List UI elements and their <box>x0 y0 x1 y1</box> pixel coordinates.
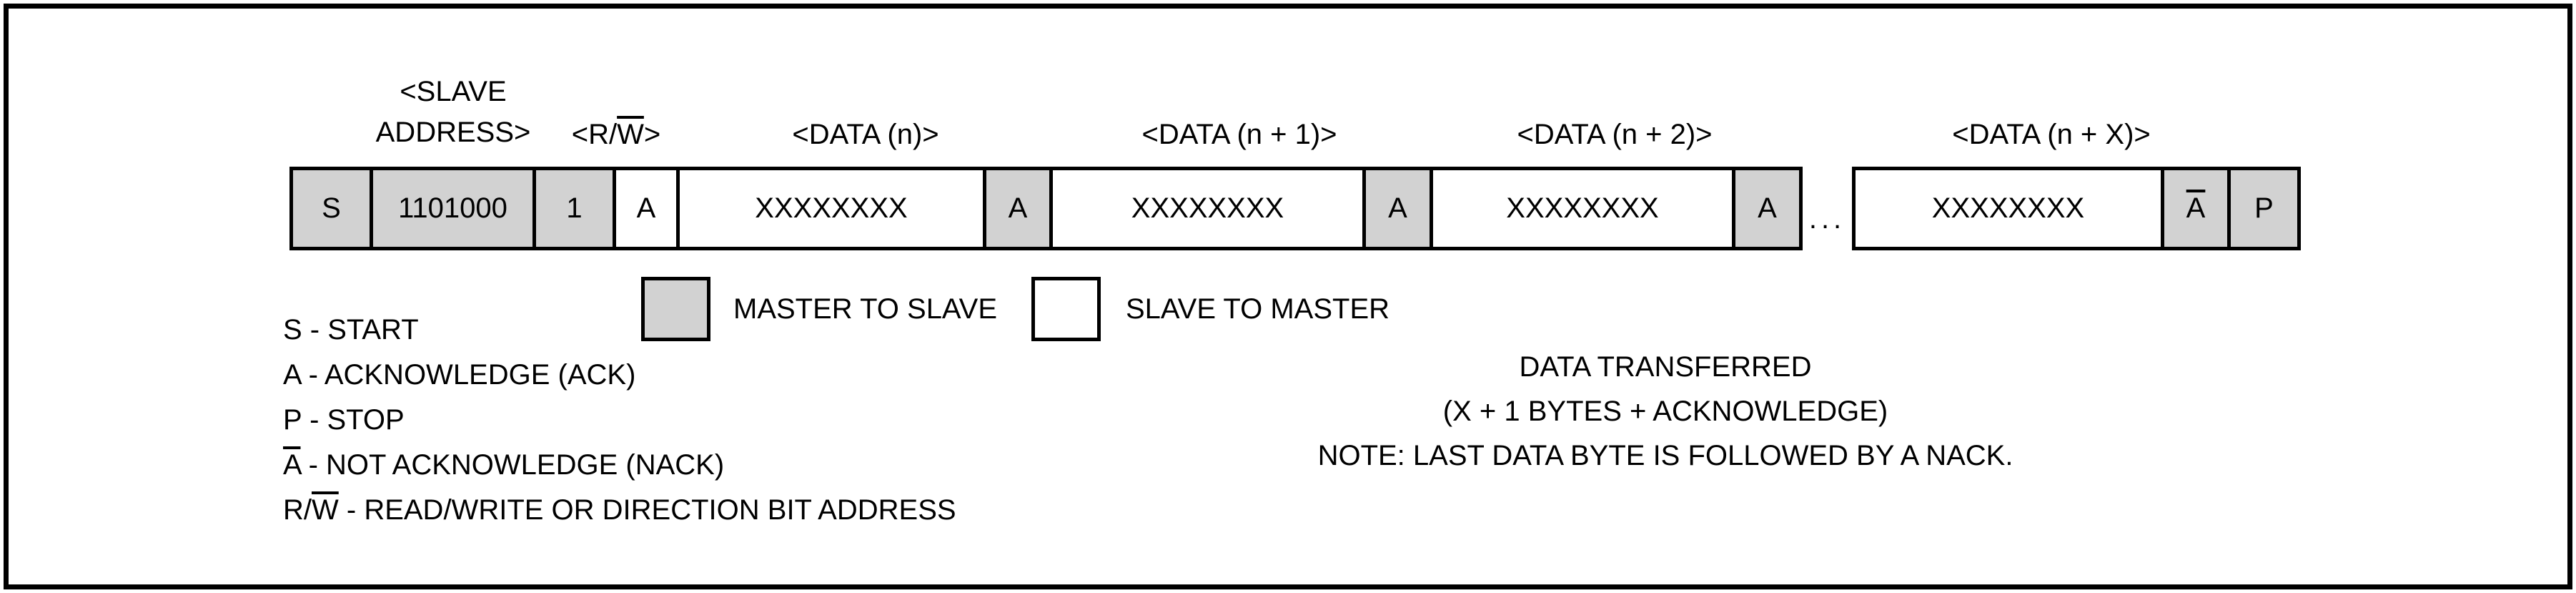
label-rw-bit: <R/W> <box>572 117 660 152</box>
frame-cell-label: 1101000 <box>398 192 507 224</box>
legend-swatch-master-to-slave <box>641 277 710 341</box>
frame-cell-a: A <box>613 170 676 247</box>
figure-border <box>4 4 2572 589</box>
key-ack: A - ACKNOWLEDGE (ACK) <box>283 359 636 391</box>
key-start: S - START <box>283 314 419 345</box>
frame-cell-xxxxxxxx: XXXXXXXX <box>1856 170 2161 247</box>
frame-cell-label: XXXXXXXX <box>1931 192 2085 224</box>
frame-cell-a-nack: A <box>2161 170 2227 247</box>
key-rw: R/W - READ/WRITE OR DIRECTION BIT ADDRES… <box>283 488 956 533</box>
frame-cell-label: XXXXXXXX <box>1506 192 1659 224</box>
frame-cell-a: A <box>1362 170 1430 247</box>
frame-cell-label: 1 <box>566 192 583 224</box>
frame-cell-label: A <box>2186 192 2206 224</box>
data-transferred-note: DATA TRANSFERRED (X + 1 BYTES + ACKNOWLE… <box>1179 345 2151 478</box>
frame-cell-s: S <box>293 170 370 247</box>
key-rw-rest: - READ/WRITE OR DIRECTION BIT ADDRESS <box>338 494 956 526</box>
frame-ellipsis: ... <box>1808 203 1846 235</box>
frame-cell-xxxxxxxx: XXXXXXXX <box>676 170 983 247</box>
frame-cell-p: P <box>2227 170 2297 247</box>
key-nack-rest: - NOT ACKNOWLEDGE (NACK) <box>300 449 725 481</box>
abbreviation-key: S - START A - ACKNOWLEDGE (ACK) P - STOP… <box>283 308 956 533</box>
frame-cell-xxxxxxxx: XXXXXXXX <box>1049 170 1362 247</box>
label-slave-address: <SLAVE ADDRESS> <box>376 72 531 153</box>
label-data-n1: <DATA (n + 1)> <box>1141 119 1337 150</box>
note-line1: DATA TRANSFERRED <box>1519 351 1812 383</box>
frame-group-last-byte: XXXXXXXX A P <box>1852 167 2301 250</box>
label-rw-overlined-w: W <box>617 119 644 150</box>
legend-label-slave-to-master: SLAVE TO MASTER <box>1126 293 1390 325</box>
frame-cell-1101000: 1101000 <box>370 170 532 247</box>
note-line2: (X + 1 BYTES + ACKNOWLEDGE) <box>1442 396 1888 427</box>
label-slave-address-line1: <SLAVE <box>400 76 507 107</box>
frame-cell-a: A <box>1732 170 1799 247</box>
label-data-n2: <DATA (n + 2)> <box>1517 119 1713 150</box>
label-rw-pre: <R/ <box>571 119 618 150</box>
frame-cell-label: A <box>1008 192 1028 224</box>
key-rw-pre: R/ <box>283 494 312 526</box>
frame-cell-label: P <box>2254 192 2274 224</box>
frame-cell-label: XXXXXXXX <box>1131 192 1284 224</box>
label-data-n: <DATA (n)> <box>792 119 939 150</box>
key-stop: P - STOP <box>283 404 405 436</box>
label-slave-address-line2: ADDRESS> <box>375 117 531 148</box>
frame-cell-label: XXXXXXXX <box>755 192 908 224</box>
frame-cell-label: A <box>636 192 656 224</box>
frame-cell-a: A <box>983 170 1049 247</box>
key-nack: A - NOT ACKNOWLEDGE (NACK) <box>283 443 956 488</box>
frame-cell-label: S <box>322 192 341 224</box>
legend-swatch-slave-to-master <box>1031 277 1101 341</box>
label-rw-post: > <box>643 119 661 150</box>
frame-cell-xxxxxxxx: XXXXXXXX <box>1430 170 1732 247</box>
note-line3: NOTE: LAST DATA BYTE IS FOLLOWED BY A NA… <box>1317 440 2013 471</box>
frame-group-main: S 1101000 1 A XXXXXXXX A XXXXXXXX A XXXXXXXX A <box>289 167 1803 250</box>
key-nack-overlined-a: A <box>283 449 301 481</box>
legend-label-master-to-slave: MASTER TO SLAVE <box>733 293 998 325</box>
key-rw-overlined-w: W <box>312 494 339 526</box>
frame-cell-label: A <box>1388 192 1407 224</box>
label-data-nx: <DATA (n + X)> <box>1952 119 2151 150</box>
frame-cell-1: 1 <box>532 170 613 247</box>
frame-cell-label: A <box>1758 192 1777 224</box>
